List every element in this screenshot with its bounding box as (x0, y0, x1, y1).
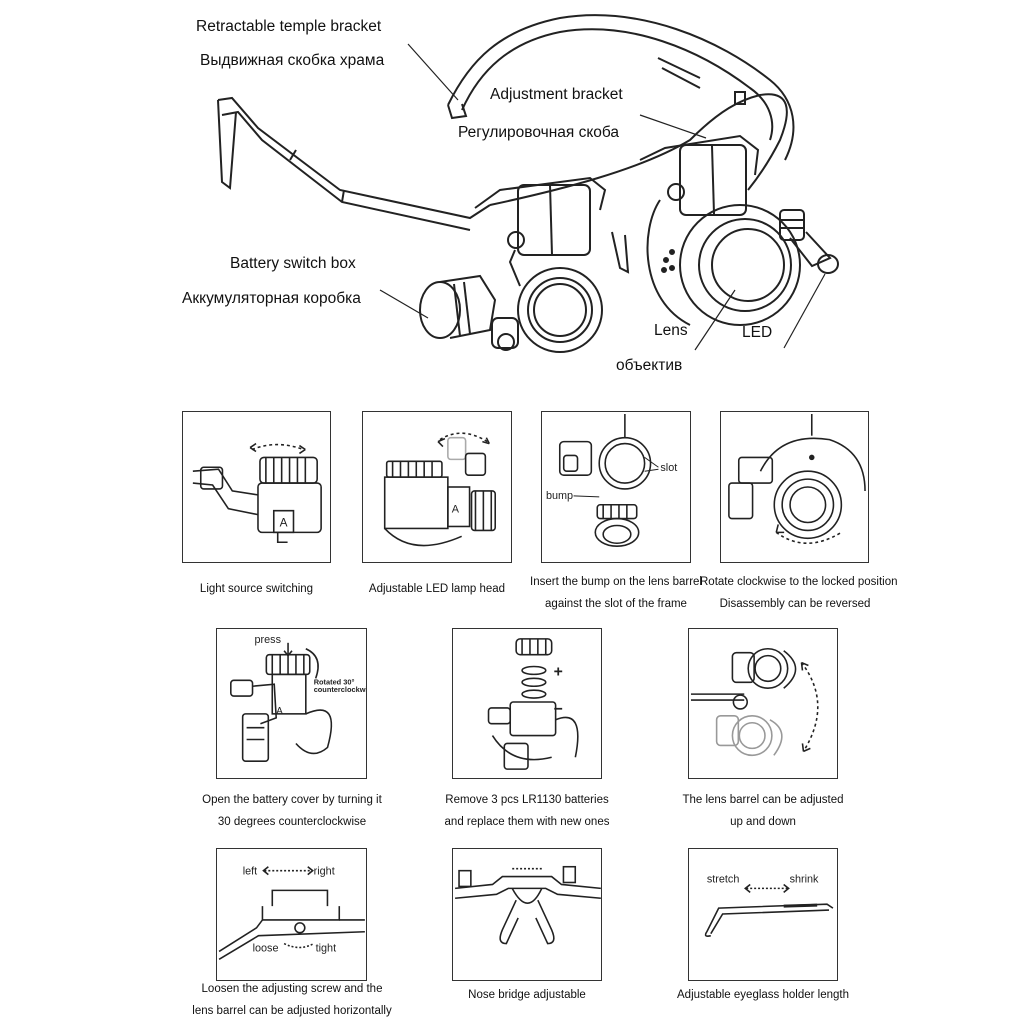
battery-box-label-en: Battery switch box (230, 255, 356, 272)
caption-line: Adjustable LED lamp head (368, 583, 506, 595)
panel-rotate-clockwise (720, 411, 869, 563)
tight-label: tight (316, 942, 336, 954)
adjustment-bracket-label-en: Adjustment bracket (490, 86, 623, 103)
battery-cover-illustration: press Rotated 30° counterclockwise A (230, 634, 366, 763)
led-lamp-head-illustration: A (383, 432, 497, 547)
caption-nose-bridge: Nose bridge adjustable (452, 984, 602, 1006)
caption-line: Insert the bump on the lens barrel (530, 576, 702, 588)
caption-up-down: The lens barrel can be adjusted up and d… (662, 789, 864, 833)
caption-line: and replace them with new ones (444, 816, 610, 828)
slot-label: slot (660, 462, 677, 474)
nose-bridge-illustration (455, 865, 601, 945)
caption-batteries: Remove 3 pcs LR1130 batteries and replac… (426, 789, 628, 833)
battery-box-label-ru: Аккумуляторная коробка (182, 290, 361, 307)
rotate-clockwise-illustration (728, 413, 866, 544)
temple-bracket-label-en: Retractable temple bracket (196, 18, 382, 35)
plus-sign: + (554, 663, 563, 680)
panel-battery-cover: press Rotated 30° counterclockwise A (216, 628, 367, 779)
insert-bump-illustration: slot bump (546, 413, 677, 547)
panel-light-source: A (182, 411, 331, 563)
caption-line: Light source switching (199, 583, 314, 595)
svg-text:A: A (276, 706, 283, 717)
lens-label-en: Lens (654, 322, 688, 339)
caption-line: lens barrel can be adjusted horizontally (192, 1005, 392, 1017)
caption-line: 30 degrees counterclockwise (217, 816, 367, 828)
horizontal-adjust-illustration: left right loose tight (218, 866, 365, 960)
caption-insert-bump: Insert the bump on the lens barrel again… (518, 571, 714, 615)
temple-bracket-label-ru: Выдвижная скобка храма (200, 52, 385, 69)
panel-batteries: + − (452, 628, 602, 779)
caption-holder-length: Adjustable eyeglass holder length (662, 984, 864, 1006)
minus-sign: − (554, 701, 563, 718)
caption-horizontal-adjust: Loosen the adjusting screw and the lens … (184, 978, 400, 1022)
caption-led-lamp-head: Adjustable LED lamp head (356, 578, 518, 600)
loose-label: loose (253, 942, 279, 954)
caption-line: The lens barrel can be adjusted (682, 794, 844, 806)
led-label: LED (742, 324, 773, 341)
magnifier-glasses-illustration (217, 14, 839, 353)
press-label: press (254, 634, 281, 646)
caption-line: Rotate clockwise to the locked position (700, 576, 898, 588)
adjustment-bracket-label-ru: Регулировочная скоба (458, 124, 620, 141)
caption-rotate-clockwise: Rotate clockwise to the locked position … (700, 571, 898, 615)
svg-text:A: A (452, 504, 460, 516)
panel-holder-length: stretch shrink (688, 848, 838, 981)
panel-horizontal-adjust: left right loose tight (216, 848, 367, 981)
rotated-label: Rotated 30° (314, 677, 355, 686)
left-label: left (243, 866, 257, 878)
panel-nose-bridge (452, 848, 602, 981)
up-down-illustration (690, 647, 819, 757)
bump-label: bump (546, 490, 573, 502)
shrink-label: shrink (790, 873, 819, 885)
caption-battery-cover: Open the battery cover by turning it 30 … (190, 789, 394, 833)
panel-led-lamp-head: A (362, 411, 512, 563)
caption-line: Nose bridge adjustable (468, 989, 586, 1001)
caption-line: Open the battery cover by turning it (202, 794, 382, 806)
caption-line: Adjustable eyeglass holder length (677, 989, 849, 1001)
stretch-label: stretch (707, 873, 740, 885)
caption-line: Loosen the adjusting screw and the (201, 983, 383, 995)
panel-insert-bump: slot bump (541, 411, 691, 563)
svg-text:A: A (280, 515, 288, 529)
light-source-illustration: A (192, 442, 322, 544)
caption-light-source: Light source switching (182, 578, 331, 600)
caption-line: up and down (730, 816, 796, 828)
right-label: right (314, 866, 335, 878)
counterclockwise-label: counterclockwise (314, 685, 366, 694)
lens-label-ru: объектив (616, 357, 683, 374)
panel-up-down (688, 628, 838, 779)
holder-length-illustration: stretch shrink (704, 873, 834, 937)
caption-line: Disassembly can be reversed (719, 598, 871, 610)
main-diagram: Retractable temple bracket Выдвижная ско… (0, 0, 1024, 400)
caption-line: Remove 3 pcs LR1130 batteries (445, 794, 609, 806)
batteries-illustration: + − (487, 638, 579, 770)
caption-line: against the slot of the frame (545, 598, 687, 610)
